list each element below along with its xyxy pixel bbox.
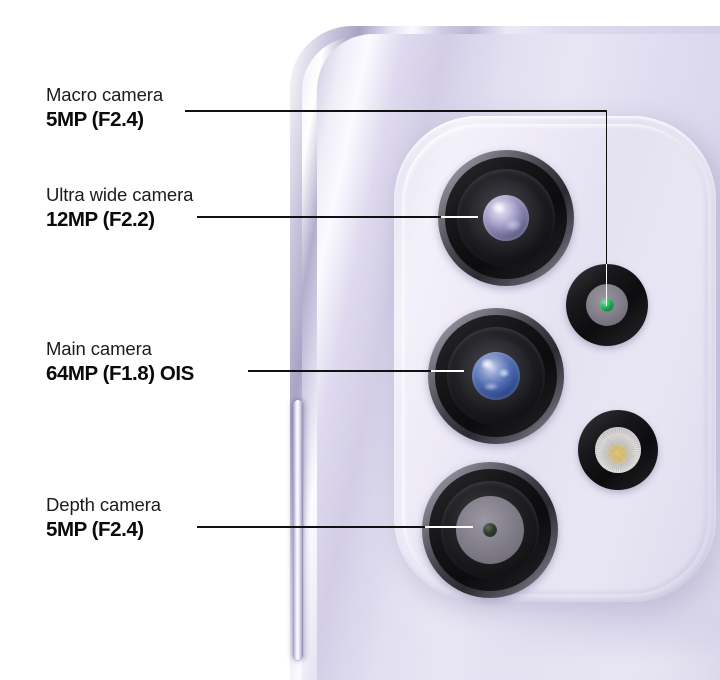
- depth-lens-sensor-dot: [483, 523, 497, 537]
- led-flash-emitter: [595, 427, 641, 473]
- main-lens-flare-lower: [483, 382, 499, 391]
- annotation-macro: Macro camera 5MP (F2.4): [46, 84, 163, 132]
- leader-line-ultrawide-overlay: [441, 216, 478, 218]
- leader-line-macro-vertical: [605, 110, 608, 306]
- led-flash-texture: [595, 427, 641, 473]
- side-button[interactable]: [293, 400, 303, 660]
- annotation-depth-title: Depth camera: [46, 494, 161, 515]
- annotation-macro-spec: 5MP (F2.4): [46, 107, 144, 131]
- annotation-main: Main camera 64MP (F1.8) OIS: [46, 338, 194, 386]
- leader-line-depth-overlay: [425, 526, 473, 528]
- annotation-ultrawide-title: Ultra wide camera: [46, 184, 194, 205]
- main-lens: [428, 308, 564, 444]
- ultra-wide-lens-glass: [483, 195, 529, 241]
- smartphone-device: [290, 26, 720, 680]
- annotation-main-title: Main camera: [46, 338, 152, 359]
- leader-line-main: [248, 370, 431, 372]
- annotation-main-spec: 64MP (F1.8) OIS: [46, 361, 194, 385]
- annotation-depth: Depth camera 5MP (F2.4): [46, 494, 161, 542]
- leader-line-depth: [197, 526, 425, 528]
- leader-line-macro-horizontal: [185, 110, 607, 112]
- main-lens-flare-upper: [498, 368, 510, 378]
- leader-line-macro-vertical-overlay: [605, 264, 608, 306]
- ultra-wide-lens: [438, 150, 574, 286]
- leader-line-main-overlay: [431, 370, 464, 372]
- annotation-ultrawide: Ultra wide camera 12MP (F2.2): [46, 184, 193, 232]
- led-flash: [578, 410, 658, 490]
- depth-lens: [422, 462, 558, 598]
- ultra-wide-lens-flare: [504, 218, 522, 232]
- annotation-macro-title: Macro camera: [46, 84, 164, 105]
- main-lens-glass: [472, 352, 520, 400]
- leader-line-ultrawide: [197, 216, 441, 218]
- main-lens-highlight: [480, 358, 494, 370]
- ultra-wide-lens-highlight: [491, 201, 506, 214]
- annotation-depth-spec: 5MP (F2.4): [46, 517, 144, 541]
- annotation-ultrawide-spec: 12MP (F2.2): [46, 207, 155, 231]
